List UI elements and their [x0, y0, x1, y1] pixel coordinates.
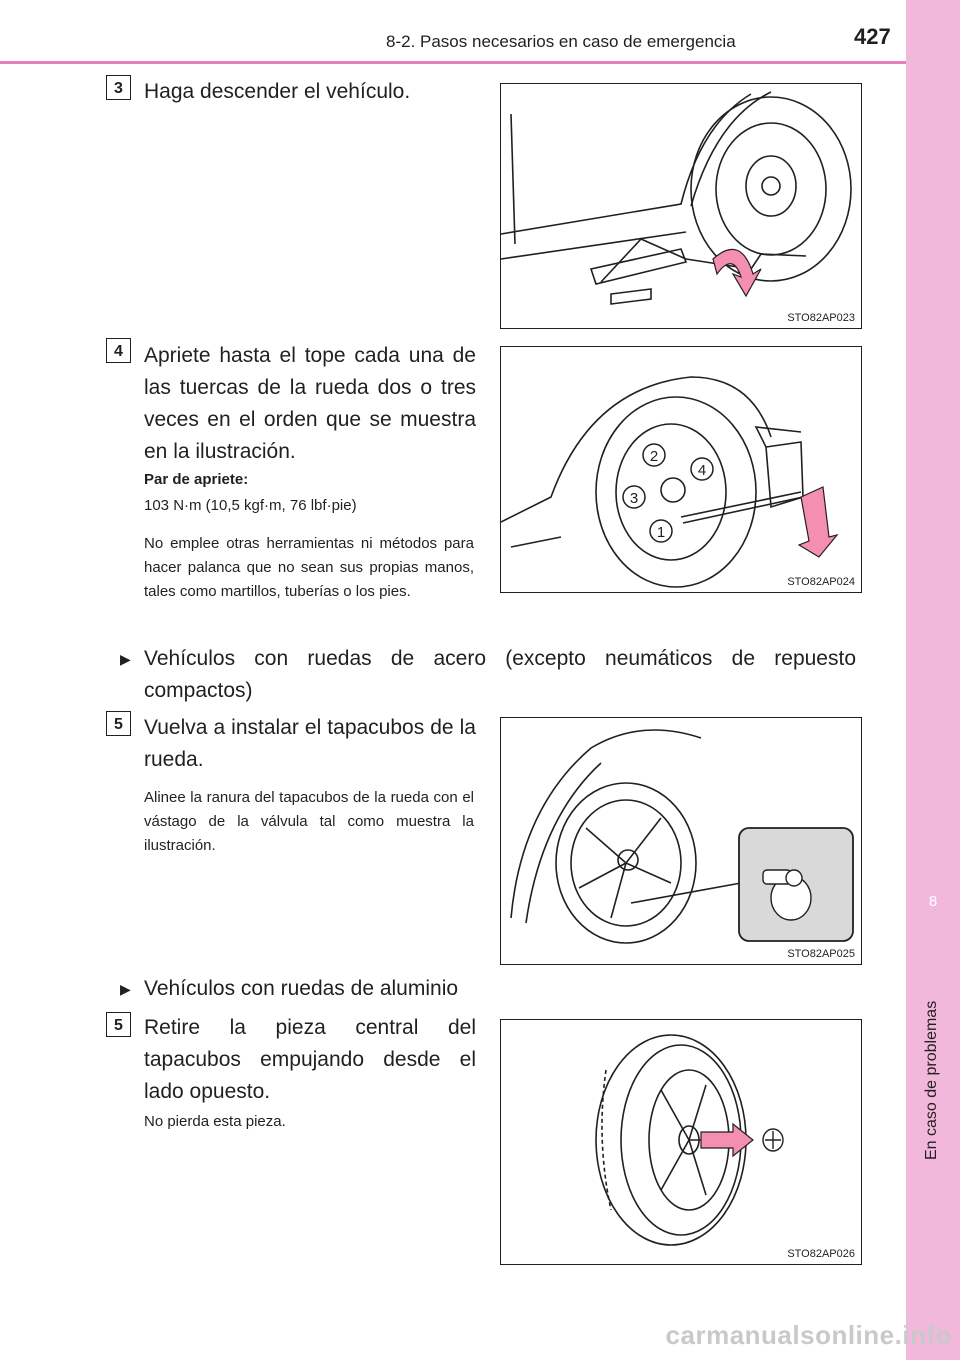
step-number-badge: 3	[106, 75, 131, 100]
nut-label-1: 1	[657, 524, 665, 541]
header-divider	[0, 61, 906, 64]
illustration-lower-vehicle: STO82AP023	[500, 83, 862, 329]
step-number-badge: 5	[106, 711, 131, 736]
illustration-code: STO82AP025	[787, 948, 855, 960]
illustration-wheel-cover: STO82AP025	[500, 717, 862, 965]
illustration-tighten-nuts: 1 2 3 4 STO82AP024	[500, 346, 862, 593]
step-instruction: Retire la pieza central del tapacubos em…	[144, 1016, 476, 1103]
illustration-code: STO82AP023	[787, 312, 855, 324]
step-instruction: Vuelva a instalar el tapacubos de la rue…	[144, 716, 476, 771]
step-instruction: Apriete hasta el tope cada una de las tu…	[144, 344, 476, 463]
nut-label-2: 2	[650, 448, 658, 465]
step-instruction: Haga descender el vehículo.	[144, 80, 411, 103]
torque-value: 103 N·m (10,5 kgf·m, 76 lbf·pie)	[144, 497, 357, 514]
illustration-code: STO82AP026	[787, 1248, 855, 1260]
vehicle-condition: Vehículos con ruedas de aluminio	[144, 977, 459, 1000]
section-title: 8-2. Pasos necesarios en caso de emergen…	[386, 32, 736, 51]
wrench-tightening-drawing: 1 2 3 4	[501, 376, 839, 588]
triangle-bullet-icon: ▶	[120, 981, 131, 997]
chapter-number: 8	[928, 893, 938, 910]
step-note: No pierda esta pieza.	[144, 1113, 286, 1130]
chapter-side-tab	[906, 0, 960, 1360]
chapter-title: En caso de problemas	[923, 1000, 940, 1160]
center-cap-drawing	[595, 1034, 784, 1246]
step-number-badge: 4	[106, 338, 131, 363]
nut-label-4: 4	[698, 462, 706, 479]
torque-label: Par de apriete:	[144, 471, 249, 488]
jack-lowering-drawing	[501, 91, 852, 305]
nut-label-3: 3	[630, 490, 638, 507]
illustration-code: STO82AP024	[787, 576, 855, 588]
step-note: No emplee otras herramientas ni métodos …	[144, 535, 474, 600]
vehicle-condition: Vehículos con ruedas de acero (excepto n…	[144, 647, 856, 702]
page-number: 427	[854, 24, 891, 49]
triangle-bullet-icon: ▶	[120, 651, 131, 667]
step-number-badge: 5	[106, 1012, 131, 1037]
watermark: carmanualsonline.info	[665, 1320, 952, 1350]
wheel-cover-drawing	[510, 729, 854, 944]
step-note: Alinee la ranura del tapacubos de la rue…	[144, 789, 474, 854]
illustration-center-cap: STO82AP026	[500, 1019, 862, 1265]
